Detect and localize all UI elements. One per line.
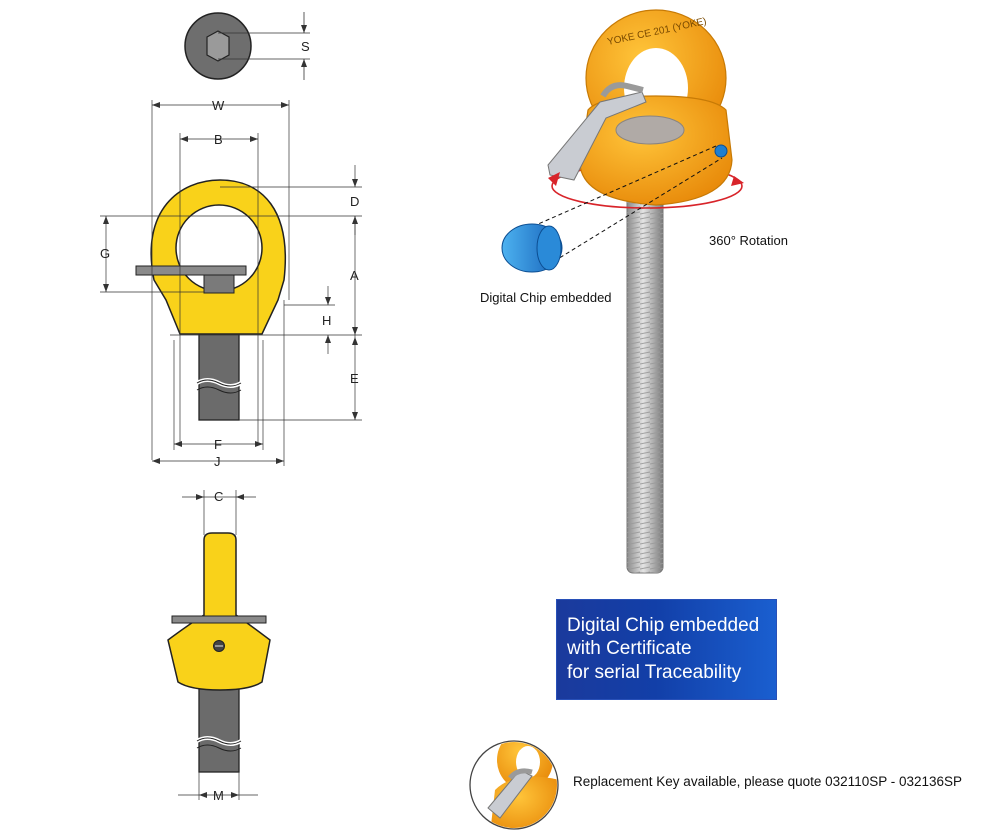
- info-line-3: for serial Traceability: [567, 662, 742, 683]
- info-line-1: Digital Chip embedded: [567, 615, 760, 636]
- dim-j-label: J: [214, 454, 221, 469]
- dim-e-label: E: [350, 371, 359, 386]
- dim-s-label: S: [301, 39, 310, 54]
- replacement-key-inset: [469, 740, 559, 830]
- dim-a-label: A: [350, 268, 359, 283]
- dim-w-label: W: [212, 98, 225, 113]
- dim-g-label: G: [100, 246, 110, 261]
- side-view: C M: [167, 489, 271, 803]
- eyebolt-illustration: YOKE CE 201 (YOKE): [501, 9, 744, 574]
- dim-m-label: M: [213, 788, 224, 803]
- info-line-2: with Certificate: [567, 638, 692, 659]
- rotation-caption: 360° Rotation: [709, 233, 788, 248]
- chip-caption: Digital Chip embedded: [480, 290, 612, 305]
- replacement-key-caption: Replacement Key available, please quote …: [573, 774, 963, 789]
- dim-d-label: D: [350, 194, 359, 209]
- dim-f-label: F: [214, 437, 222, 452]
- dim-c-label: C: [214, 489, 223, 504]
- dim-b-label: B: [214, 132, 223, 147]
- front-view: W B D G A H E F J: [100, 98, 362, 469]
- dim-h-label: H: [322, 313, 331, 328]
- chip-icon: [501, 223, 563, 273]
- traceability-info-box: Digital Chip embedded with Certificate f…: [556, 599, 777, 700]
- top-view: S: [184, 12, 310, 80]
